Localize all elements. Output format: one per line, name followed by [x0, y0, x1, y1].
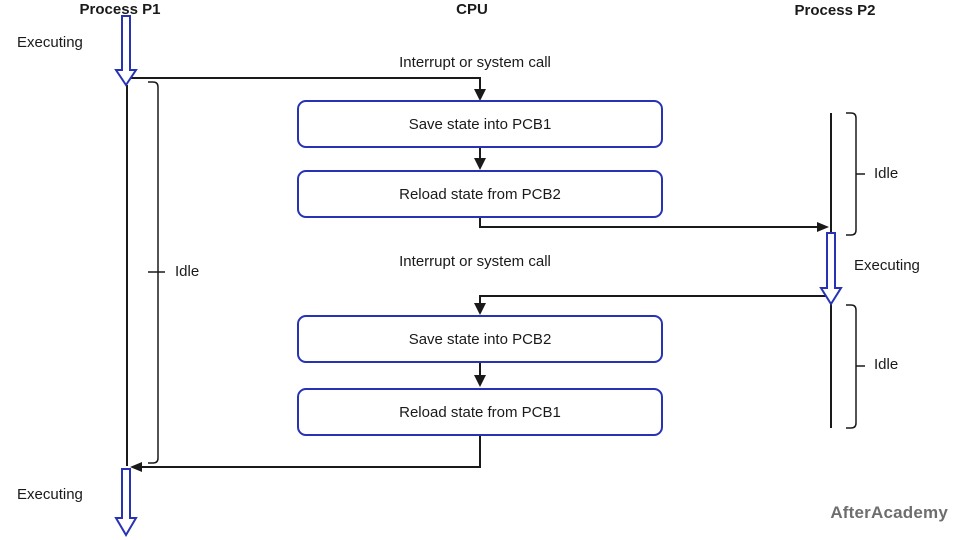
interrupt-line-1 — [128, 77, 481, 92]
column-title-process-p2: Process P2 — [794, 2, 876, 19]
idle-bracket-p2-bottom — [846, 304, 865, 429]
box4-to-p1-line — [140, 435, 481, 468]
column-title-cpu: CPU — [456, 1, 488, 18]
arrowhead-into-p1 — [130, 462, 142, 472]
box-reload-state-pcb2-label: Reload state from PCB2 — [399, 185, 561, 203]
idle-bracket-p1 — [148, 81, 165, 464]
box-save-state-pcb2-label: Save state into PCB2 — [408, 330, 552, 348]
interrupt-line-2 — [479, 295, 831, 306]
box-save-state-pcb1: Save state into PCB1 — [297, 100, 663, 148]
p1-idle-label: Idle — [175, 263, 200, 280]
p2-idle-bottom-label: Idle — [874, 356, 899, 373]
arrowhead-into-box3 — [474, 303, 486, 315]
p2-executing-label: Executing — [854, 257, 920, 274]
box-reload-state-pcb1: Reload state from PCB1 — [297, 388, 663, 436]
box-reload-state-pcb2: Reload state from PCB2 — [297, 170, 663, 218]
arrowhead-into-p2 — [817, 222, 829, 232]
p1-executing-top-label: Executing — [17, 34, 83, 51]
interrupt-label-2: Interrupt or system call — [399, 253, 551, 270]
p2-idle-top-label: Idle — [874, 165, 899, 182]
afteracademy-watermark: AfterAcademy — [830, 503, 948, 522]
arrowhead-into-box4 — [474, 375, 486, 387]
interrupt-label-1: Interrupt or system call — [399, 54, 551, 71]
executing-arrow-p1-top-icon — [114, 15, 138, 87]
column-title-process-p1: Process P1 — [79, 1, 161, 18]
idle-bracket-p2-top — [846, 112, 865, 236]
box-reload-state-pcb1-label: Reload state from PCB1 — [399, 403, 561, 421]
box2-to-p2-line — [479, 218, 818, 228]
box-save-state-pcb2: Save state into PCB2 — [297, 315, 663, 363]
executing-arrow-p2-icon — [819, 232, 843, 306]
p1-executing-bottom-label: Executing — [17, 486, 83, 503]
arrowhead-into-box1 — [474, 89, 486, 101]
executing-arrow-p1-bottom-icon — [114, 468, 138, 537]
box-save-state-pcb1-label: Save state into PCB1 — [408, 115, 552, 133]
arrowhead-into-box2 — [474, 158, 486, 170]
